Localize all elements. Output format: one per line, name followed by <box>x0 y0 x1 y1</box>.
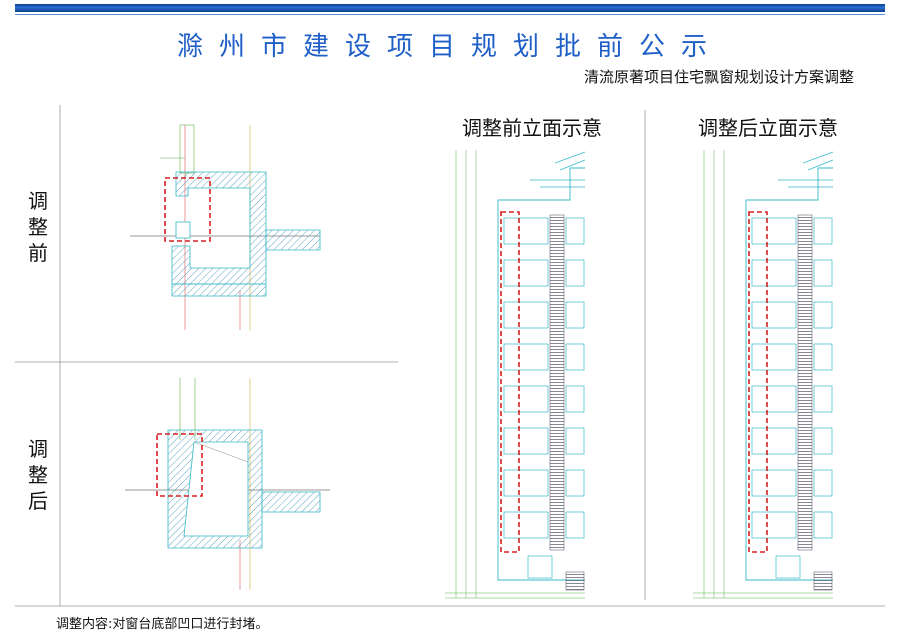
page-subtitle: 清流原著项目住宅飘窗规划设计方案调整 <box>583 68 854 86</box>
plan-after <box>125 378 330 590</box>
label-before: 调整前 <box>28 189 48 265</box>
page-title: 滁州市建设项目规划批前公示 <box>176 32 723 62</box>
elevation-after <box>693 150 834 599</box>
plan-before <box>130 124 321 330</box>
panel-grid <box>15 105 885 607</box>
label-after: 调整后 <box>28 437 48 513</box>
adjustment-note: 调整内容:对窗台底部凹口进行封堵。 <box>56 617 269 632</box>
heading-before-elevation: 调整前立面示意 <box>462 116 602 140</box>
header-stripe <box>15 4 885 15</box>
heading-after-elevation: 调整后立面示意 <box>698 116 838 140</box>
elevation-before <box>445 150 586 599</box>
